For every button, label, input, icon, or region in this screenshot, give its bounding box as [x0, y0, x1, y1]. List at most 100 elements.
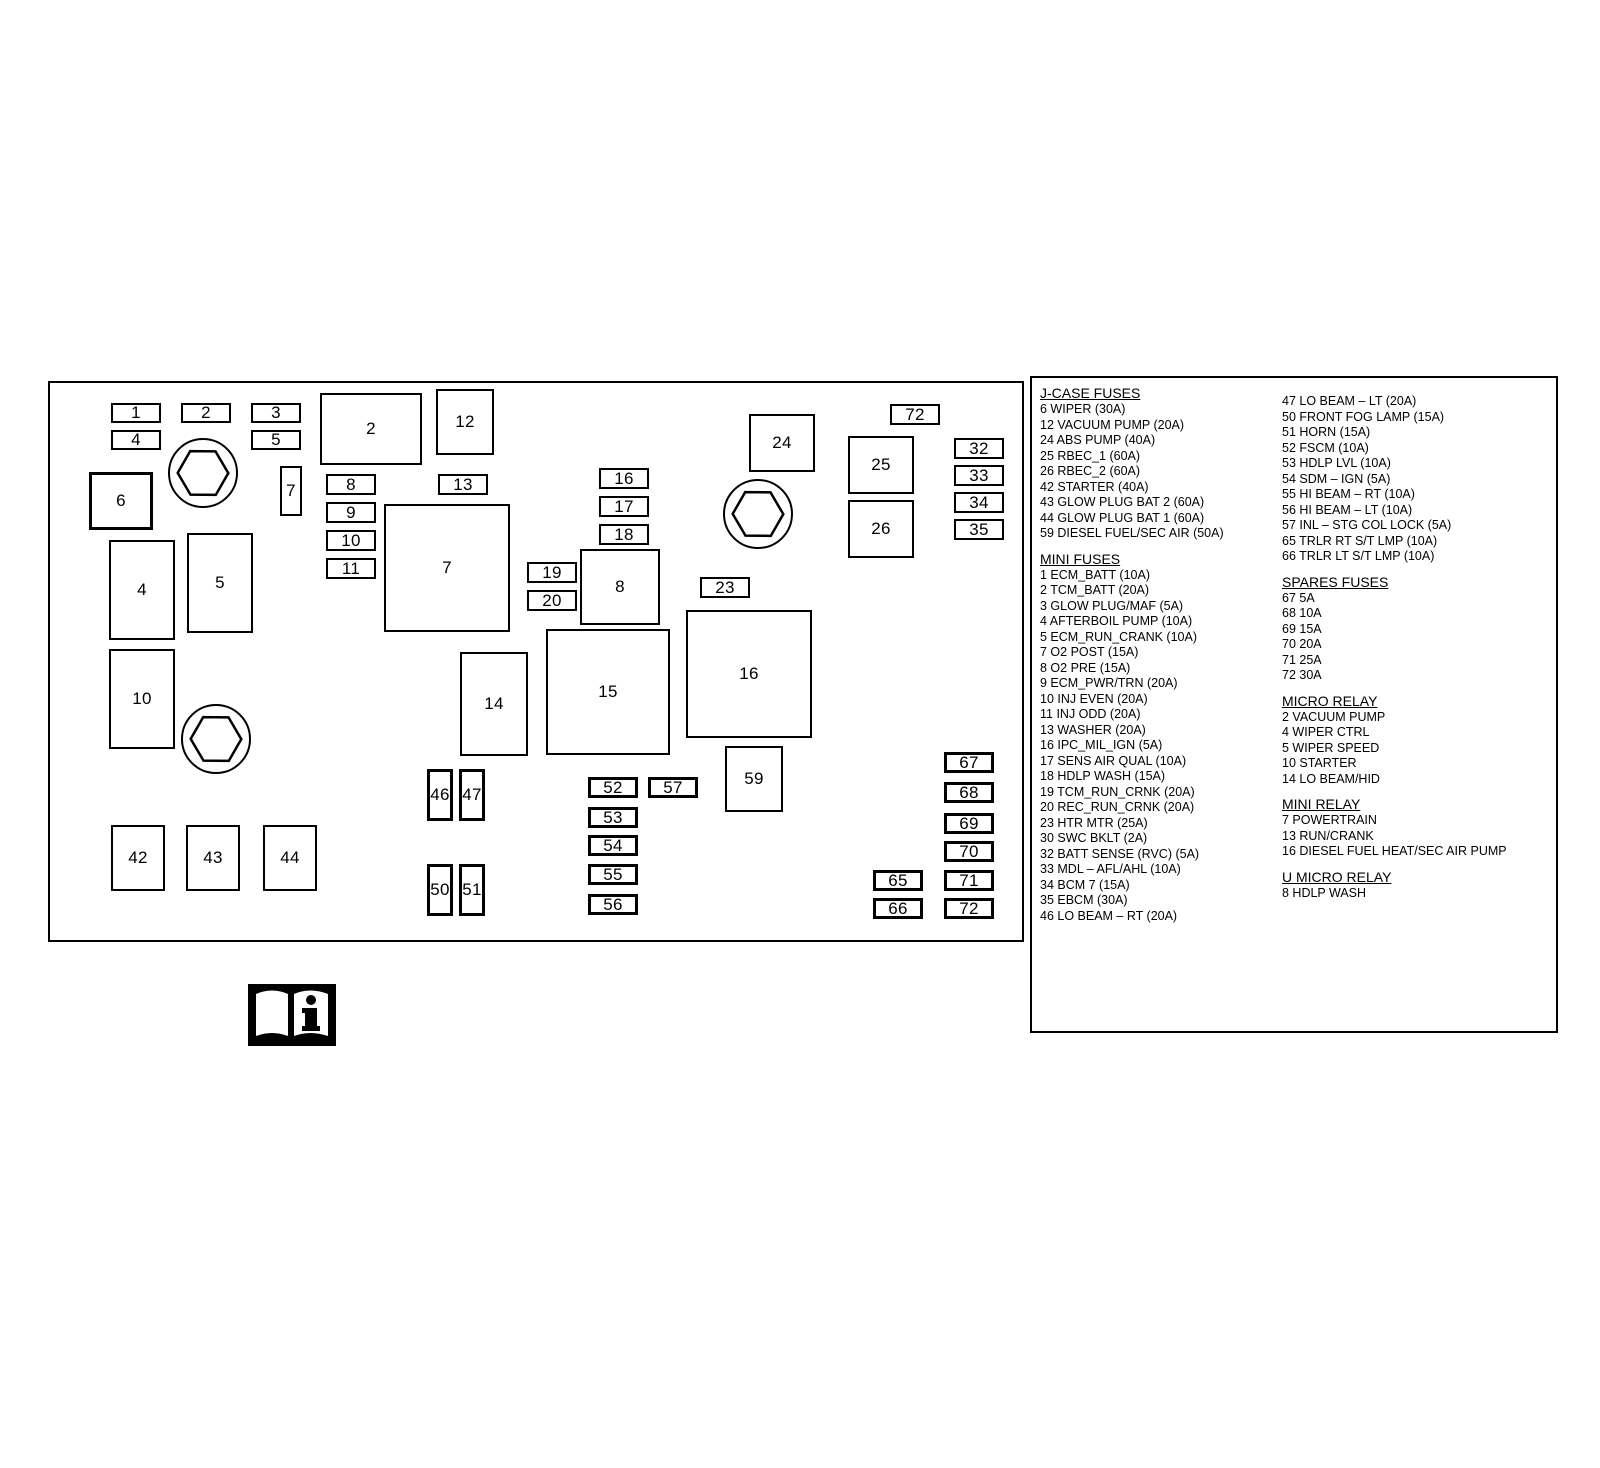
legend-item: 42 STARTER (40A)	[1040, 479, 1149, 494]
j-case-fuse-26: 26	[848, 500, 914, 558]
mini-relay-16: 16	[686, 610, 812, 738]
legend-item: 72 30A	[1282, 668, 1322, 682]
j-case-fuse-50: 50	[427, 864, 453, 916]
legend-item: 7 O2 POST (15A)	[1040, 645, 1139, 659]
j-case-fuse-54: 54	[588, 835, 638, 856]
j-case-fuse-56: 56	[588, 894, 638, 915]
legend-item: 55 HI BEAM – RT (10A)	[1282, 487, 1415, 501]
legend-item: 19 TCM_RUN_CRNK (20A)	[1040, 784, 1195, 799]
j-case-fuse-25: 25	[848, 436, 914, 494]
mini-fuse-20: 20	[527, 590, 577, 611]
legend-mini-relay-title: MINI RELAY	[1282, 796, 1361, 812]
legend-mini-title: MINI FUSES	[1040, 550, 1121, 567]
j-case-fuse-43: 43	[186, 825, 240, 891]
micro-relay-5: 5	[187, 533, 253, 633]
mini-fuse-3: 3	[251, 403, 301, 423]
j-case-fuse-55: 55	[588, 864, 638, 885]
legend-item: 17 SENS AIR QUAL (10A)	[1040, 753, 1187, 768]
fuse-block-diagram: 1 2 3 4 5 2 12 7 6 4 5 10 8 9 10 11 13 7…	[48, 381, 1024, 942]
mini-fuse-13: 13	[438, 474, 488, 495]
hex-stud-icon	[723, 479, 793, 549]
micro-relay-4: 4	[109, 540, 175, 640]
legend-jcase-title: J-CASE FUSES	[1040, 385, 1141, 401]
legend-item: 24 ABS PUMP (40A)	[1040, 433, 1156, 447]
j-case-fuse-57: 57	[648, 777, 698, 798]
mini-fuse-16: 16	[599, 468, 649, 489]
legend-item: 2 VACUUM PUMP	[1282, 709, 1386, 724]
legend-item: 23 HTR MTR (25A)	[1040, 815, 1148, 830]
legend-mini-list: 1 ECM_BATT (10A) 2 TCM_BATT (20A) 3 GLOW…	[1040, 568, 1224, 925]
legend-item: 14 LO BEAM/HID	[1282, 771, 1380, 786]
legend-item: 8 O2 PRE (15A)	[1040, 660, 1131, 675]
legend-jcase-list: 6 WIPER (30A) 12 VACUUM PUMP (20A) 24 AB…	[1040, 402, 1224, 542]
legend-item: 52 FSCM (10A)	[1282, 440, 1369, 455]
spare-fuse-72: 72	[944, 898, 994, 919]
legend-item: 25 RBEC_1 (60A)	[1040, 448, 1141, 463]
mini-fuse-9: 9	[326, 502, 376, 523]
mini-fuse-18: 18	[599, 524, 649, 545]
legend-item: 33 MDL – AFL/AHL (10A)	[1040, 862, 1181, 876]
legend-item: 43 GLOW PLUG BAT 2 (60A)	[1040, 495, 1205, 509]
j-case-fuse-46: 46	[427, 769, 453, 821]
j-case-fuse-24: 24	[749, 414, 815, 472]
legend-item: 7 POWERTRAIN	[1282, 813, 1377, 827]
legend-item: 34 BCM 7 (15A)	[1040, 877, 1130, 892]
legend-item: 4 AFTERBOIL PUMP (10A)	[1040, 614, 1193, 628]
mini-fuse-17: 17	[599, 496, 649, 517]
legend-item: 26 RBEC_2 (60A)	[1040, 464, 1141, 478]
legend-item: 32 BATT SENSE (RVC) (5A)	[1040, 846, 1200, 861]
micro-relay-10: 10	[109, 649, 175, 749]
legend-item: 6 WIPER (30A)	[1040, 402, 1126, 416]
legend-item: 16 IPC_MIL_IGN (5A)	[1040, 738, 1163, 752]
mini-fuse-11: 11	[326, 558, 376, 579]
legend-item: 44 GLOW PLUG BAT 1 (60A)	[1040, 510, 1205, 525]
legend-column-left: J-CASE FUSES 6 WIPER (30A) 12 VACUUM PUM…	[1040, 384, 1224, 924]
legend-item: 47 LO BEAM – LT (20A)	[1282, 394, 1417, 408]
legend-item: 10 STARTER	[1282, 756, 1357, 770]
spare-fuse-71: 71	[944, 870, 994, 891]
owner-manual-info-icon	[248, 984, 336, 1046]
mini-fuse-33: 33	[954, 465, 1004, 486]
legend-item: 9 ECM_PWR/TRN (20A)	[1040, 676, 1178, 690]
j-case-fuse-53: 53	[588, 807, 638, 828]
mini-fuse-5: 5	[251, 430, 301, 450]
mini-fuse-32: 32	[954, 438, 1004, 459]
legend-item: 59 DIESEL FUEL/SEC AIR (50A)	[1040, 526, 1224, 540]
legend-item: 5 WIPER SPEED	[1282, 740, 1380, 755]
legend-item: 16 DIESEL FUEL HEAT/SEC AIR PUMP	[1282, 844, 1507, 858]
legend-item: 46 LO BEAM – RT (20A)	[1040, 908, 1178, 923]
legend-spares-list: 67 5A 68 10A 69 15A 70 20A 71 25A 72 30A	[1282, 591, 1507, 684]
legend-item: 2 TCM_BATT (20A)	[1040, 583, 1150, 597]
mini-relay-7: 7	[384, 504, 510, 632]
j-case-fuse-6: 6	[89, 472, 153, 530]
legend-item: 66 TRLR LT S/T LMP (10A)	[1282, 549, 1435, 563]
micro-relay-14: 14	[460, 652, 528, 756]
mini-fuse-23: 23	[700, 577, 750, 598]
legend-jcase-continued-list: 47 LO BEAM – LT (20A) 50 FRONT FOG LAMP …	[1282, 394, 1507, 565]
hex-stud-icon	[168, 438, 238, 508]
mini-fuse-7: 7	[280, 466, 302, 516]
legend-item: 69 15A	[1282, 621, 1322, 636]
micro-relay-2: 2	[320, 393, 422, 465]
j-case-fuse-47: 47	[459, 769, 485, 821]
legend-item: 53 HDLP LVL (10A)	[1282, 456, 1391, 470]
legend-item: 3 GLOW PLUG/MAF (5A)	[1040, 598, 1184, 613]
mini-fuse-35: 35	[954, 519, 1004, 540]
legend-item: 71 25A	[1282, 652, 1322, 667]
legend-item: 35 EBCM (30A)	[1040, 893, 1128, 907]
j-case-fuse-12: 12	[436, 389, 494, 455]
mini-fuse-4: 4	[111, 430, 161, 450]
legend-item: 8 HDLP WASH	[1282, 885, 1367, 900]
j-case-fuse-44: 44	[263, 825, 317, 891]
mini-fuse-2: 2	[181, 403, 231, 423]
legend-item: 10 INJ EVEN (20A)	[1040, 691, 1148, 706]
legend-item: 18 HDLP WASH (15A)	[1040, 769, 1166, 783]
spare-fuse-67: 67	[944, 752, 994, 773]
legend-item: 12 VACUUM PUMP (20A)	[1040, 417, 1185, 432]
fuse-legend: J-CASE FUSES 6 WIPER (30A) 12 VACUUM PUM…	[1030, 376, 1558, 1033]
mini-fuse-1: 1	[111, 403, 161, 423]
legend-u-micro-relay-list: 8 HDLP WASH	[1282, 886, 1507, 902]
relay-15: 15	[546, 629, 670, 755]
mini-fuse-8: 8	[326, 474, 376, 495]
j-case-fuse-42: 42	[111, 825, 165, 891]
